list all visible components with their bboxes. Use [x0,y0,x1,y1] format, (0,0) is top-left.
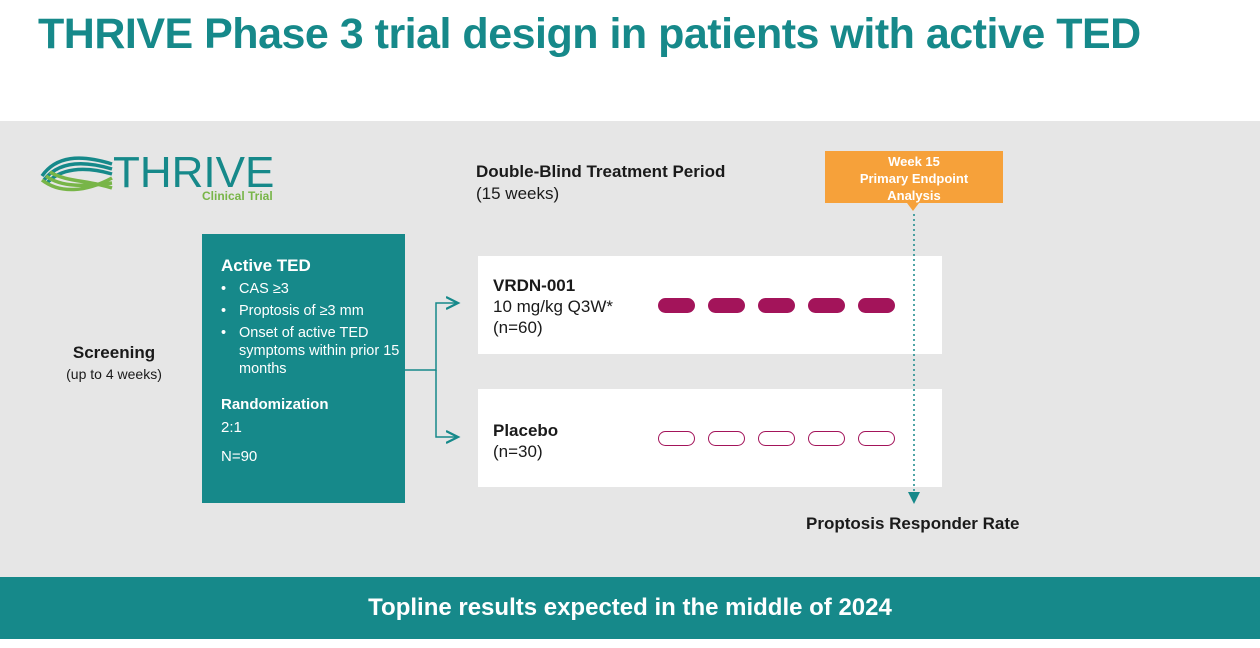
logo-subtitle: Clinical Trial [202,189,273,203]
treatment-period: Double-Blind Treatment Period (15 weeks) [476,162,725,204]
arm-dose: 10 mg/kg Q3W* [493,297,613,316]
page-title: THRIVE Phase 3 trial design in patients … [38,10,1141,58]
dose-marker [808,431,845,446]
dose-marker [708,431,745,446]
arm-placebo: Placebo (n=30) [478,389,942,487]
criterion-item: CAS ≥3 [221,280,405,298]
randomization-label: Randomization [221,396,329,413]
screening-heading: Screening [72,343,156,362]
outcome-label: Proptosis Responder Rate [806,514,1020,533]
criterion-item: Onset of active TED symptoms within prio… [221,324,405,378]
screening-duration: (up to 4 weeks) [66,366,162,382]
primary-endpoint-callout: Week 15 Primary Endpoint Analysis [825,151,1003,211]
dose-marker [858,298,895,313]
period-duration: (15 weeks) [476,184,560,203]
arm-name: VRDN-001 [493,276,576,295]
dose-marker [858,431,895,446]
dose-marker [808,298,845,313]
total-enrollment: N=90 [221,448,258,465]
screening-block: Screening (up to 4 weeks) [54,343,174,382]
arm-label: Placebo (n=30) [493,420,558,462]
eligibility-heading: Active TED [221,256,311,275]
criterion-item: Proptosis of ≥3 mm [221,302,405,320]
logo-wordmark: THRIVE [113,148,275,197]
endpoint-analysis: Analysis [887,188,941,203]
endpoint-label: Primary Endpoint [859,171,969,186]
dose-marker [658,298,695,313]
dose-marker [708,298,745,313]
arm-vrdn-001: VRDN-001 10 mg/kg Q3W* (n=60) [478,256,942,354]
dose-marker [658,431,695,446]
arm-name: Placebo [493,421,559,440]
arm-count: (n=60) [493,318,543,337]
period-heading: Double-Blind Treatment Period [476,162,726,181]
thrive-logo: THRIVE Clinical Trial [40,148,290,208]
dose-track [658,256,898,354]
arm-label: VRDN-001 10 mg/kg Q3W* (n=60) [493,275,613,338]
arm-count: (n=30) [493,442,543,461]
eligibility-box: Active TED CAS ≥3 Proptosis of ≥3 mm Ons… [202,234,405,503]
randomization-ratio: 2:1 [221,419,242,436]
wave-logo-icon [40,156,113,192]
dose-marker [758,431,795,446]
dose-track [658,389,898,487]
criteria-list: CAS ≥3 Proptosis of ≥3 mm Onset of activ… [221,280,405,378]
topline-banner: Topline results expected in the middle o… [0,577,1260,639]
endpoint-week: Week 15 [888,154,940,169]
dose-marker [758,298,795,313]
